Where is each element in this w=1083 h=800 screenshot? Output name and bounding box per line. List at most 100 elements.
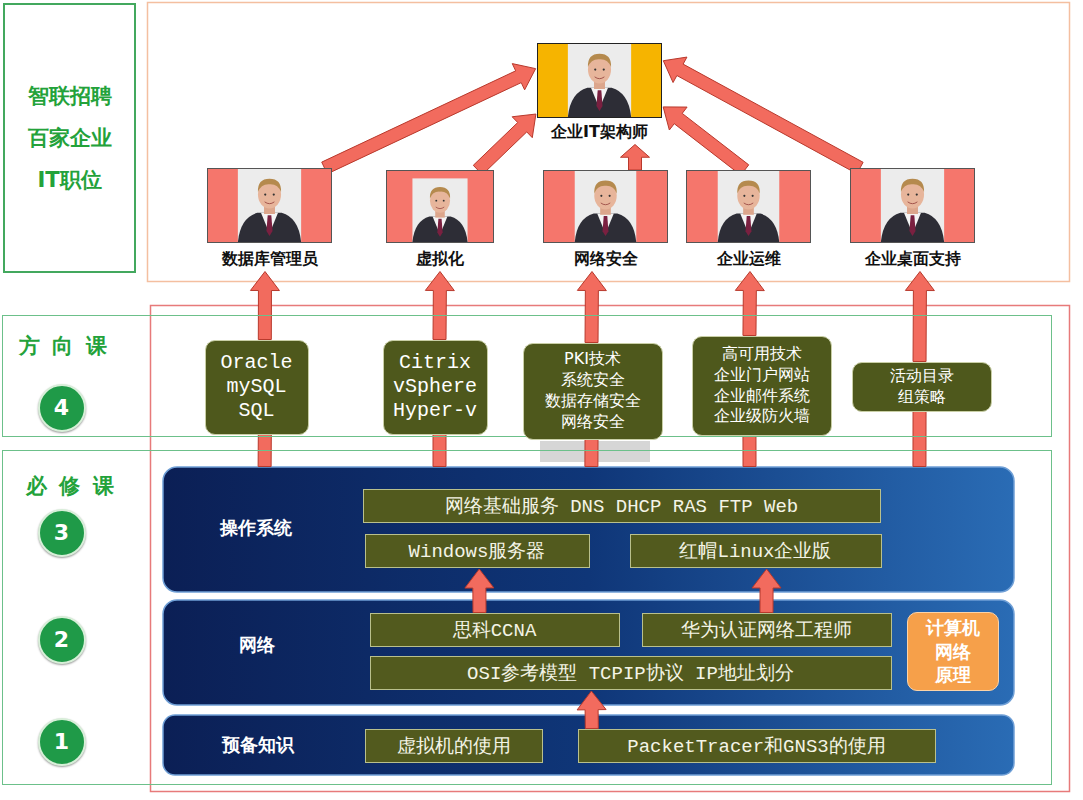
arrow-connector: [577, 272, 606, 343]
step-number-circle: 1: [38, 718, 86, 766]
photo-ground: [881, 169, 944, 242]
suit: [238, 213, 301, 242]
tie: [437, 219, 442, 237]
smile: [436, 207, 444, 209]
step-number: 4: [54, 395, 69, 420]
arrow-connector: [743, 435, 756, 466]
photo-frame: [537, 43, 662, 118]
suit: [881, 213, 944, 242]
step-number-circle: 4: [38, 384, 86, 432]
arrow-connector: [663, 57, 863, 174]
direction-course-box: 活动目录 组策略: [852, 362, 992, 412]
eye: [916, 193, 918, 195]
arrow-connector: [621, 145, 650, 171]
course-text: 高可用技术 企业门户网站 企业邮件系统 企业级防火墙: [714, 344, 810, 427]
job-role-label: 数据库管理员: [222, 249, 318, 270]
eye: [443, 200, 445, 202]
course-topic-box: 红帽Linux企业版: [630, 534, 882, 568]
course-topic-box: 网络基础服务 DNS DHCP RAS FTP Web: [363, 489, 881, 523]
course-group-frame: 3 网络基础服务 DNS DHCP RAS FTP WebWindows服务器 红帽…: [2, 450, 1052, 785]
photo-frame: [207, 168, 332, 243]
arrow-connector: [322, 64, 536, 174]
arrow-connector: [585, 439, 598, 466]
band-heading: 网络: [239, 633, 275, 657]
topic-text: 虚拟机的使用: [397, 733, 511, 759]
arrow-connector: [735, 272, 764, 336]
direction-course-box: PKI技术 系统安全 数据存储安全 网络安全: [523, 343, 663, 440]
arrow-connector: [577, 691, 606, 729]
arrow-connector: [425, 272, 454, 340]
photo-frame: [543, 170, 668, 243]
direction-course-box: Oracle mySQL SQL: [205, 340, 309, 435]
arrow-connector: [250, 272, 279, 340]
job-role-label: 企业运维: [717, 249, 781, 270]
eye: [600, 195, 602, 197]
course-topic-box: Windows服务器: [365, 534, 590, 568]
course-text: 活动目录 组策略: [890, 366, 954, 408]
recruit-text: 智联招聘 百家企业 IT职位: [28, 75, 112, 201]
eye: [609, 195, 611, 197]
photo-ground: [412, 178, 467, 242]
job-role-box: 企业桌面支持: [850, 168, 975, 270]
hair: [901, 179, 924, 192]
arrow-connector: [752, 569, 781, 613]
tie: [909, 215, 915, 236]
step-number: 2: [54, 627, 69, 652]
smile: [595, 77, 605, 79]
person-photo: [687, 171, 810, 242]
band-background: [163, 467, 1014, 592]
hair: [594, 180, 617, 193]
tie: [746, 216, 752, 236]
tie: [266, 215, 272, 236]
photo-ground: [718, 171, 780, 242]
suit: [718, 214, 780, 242]
group-heading: 方向课: [19, 332, 120, 360]
step-number: 1: [54, 729, 69, 754]
arrow-connector: [905, 272, 934, 362]
job-role-label: 网络安全: [574, 249, 638, 270]
suit: [575, 214, 637, 242]
course-topic-box: OSI参考模型 TCPIP协议 IP地址划分: [370, 656, 892, 690]
course-topic-box: 华为认证网络工程师: [642, 613, 892, 647]
course-topic-box: 思科CCNA: [370, 613, 620, 647]
photo-frame: [386, 170, 494, 243]
course-text: PKI技术 系统安全 数据存储安全 网络安全: [545, 349, 641, 432]
arrow-connector: [663, 107, 749, 175]
job-role-label: 企业桌面支持: [865, 249, 961, 270]
eye: [752, 195, 754, 197]
eye: [435, 200, 437, 202]
smile: [908, 202, 918, 204]
course-topic-box: PacketTracer和GNS3的使用: [578, 729, 936, 763]
hair: [258, 179, 281, 192]
topic-text: 网络基础服务 DNS DHCP RAS FTP Web: [445, 493, 798, 519]
photo-ground: [575, 171, 637, 242]
topic-text: PacketTracer和GNS3的使用: [627, 733, 885, 759]
step-number-circle: 3: [38, 509, 86, 557]
person-photo: [208, 169, 331, 242]
topic-text: 华为认证网络工程师: [681, 617, 852, 643]
band-background: [163, 600, 1014, 705]
topic-text: Windows服务器: [409, 538, 546, 564]
band-heading: 操作系统: [220, 516, 292, 540]
eye: [273, 193, 275, 195]
hair: [588, 54, 611, 67]
job-role-box: 虚拟化: [386, 170, 494, 270]
arrow-connector: [913, 411, 926, 466]
course-group-frame: 4 Oracle mySQL SQL Citrix vSphere Hyper-v P…: [2, 315, 1052, 437]
principle-box: 计算机 网络 原理: [907, 612, 999, 691]
photo-ground: [568, 44, 631, 117]
topic-text: OSI参考模型 TCPIP协议 IP地址划分: [467, 660, 794, 686]
course-text: Oracle mySQL SQL: [212, 351, 302, 423]
photo-ground: [238, 169, 301, 242]
job-role-box: 企业运维: [686, 170, 811, 270]
photo-frame: [850, 168, 975, 243]
person-photo: [851, 169, 974, 242]
arrow-connector: [465, 569, 494, 613]
job-role-box: 数据库管理员: [207, 168, 332, 270]
recruit-box: 智联招聘 百家企业 IT职位: [3, 3, 136, 273]
direction-course-box: Citrix vSphere Hyper-v: [383, 340, 488, 435]
eye: [264, 193, 266, 195]
topic-text: 思科CCNA: [453, 617, 537, 643]
eye: [907, 193, 909, 195]
